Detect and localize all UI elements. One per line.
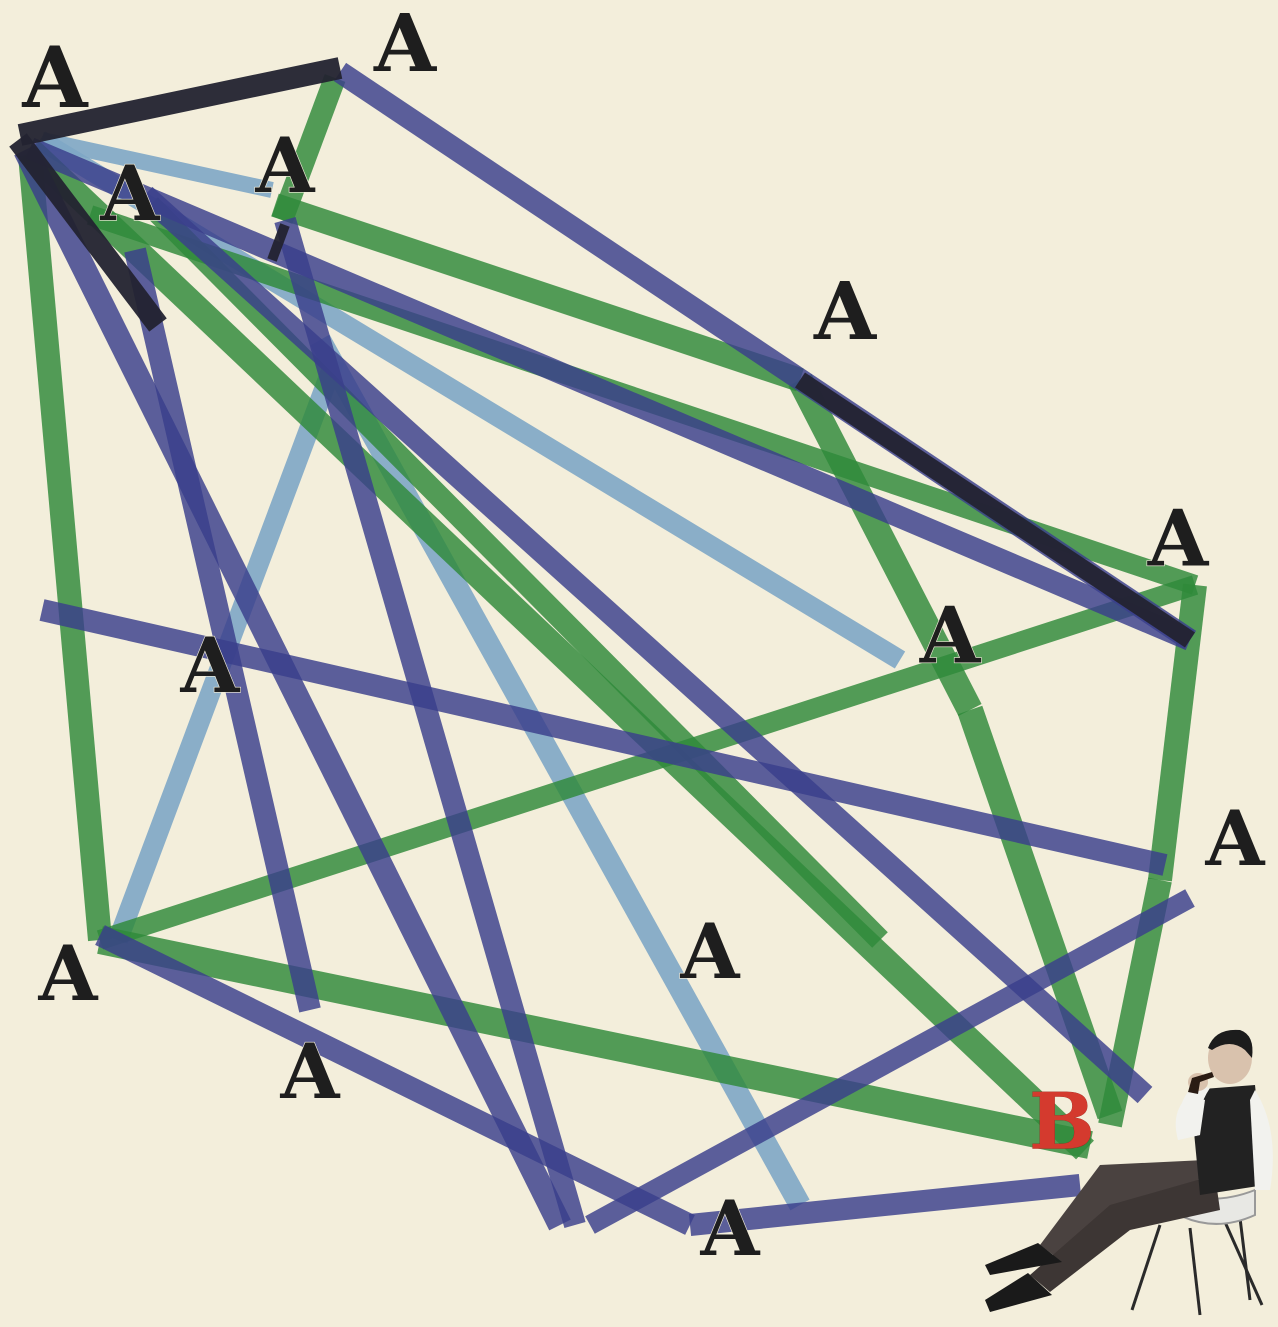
node-label-a8: A [180,621,241,710]
node-label-a11: A [38,929,99,1018]
node-label-a9: A [1205,794,1266,883]
node-label-a5: A [813,264,877,358]
node-label-b: B [1029,1077,1095,1168]
node-label-a2: A [373,0,437,90]
node-label-a7: A [919,591,982,682]
node-label-a4: A [255,121,316,210]
node-label-a12: A [280,1027,341,1116]
node-label-a6: A [1147,494,1210,585]
node-label-a3: A [100,149,161,238]
node-label-a1: A [21,28,89,127]
node-label-a10: A [680,907,741,996]
node-label-a13: A [700,1184,761,1273]
edge-navy-24 [100,935,690,1225]
